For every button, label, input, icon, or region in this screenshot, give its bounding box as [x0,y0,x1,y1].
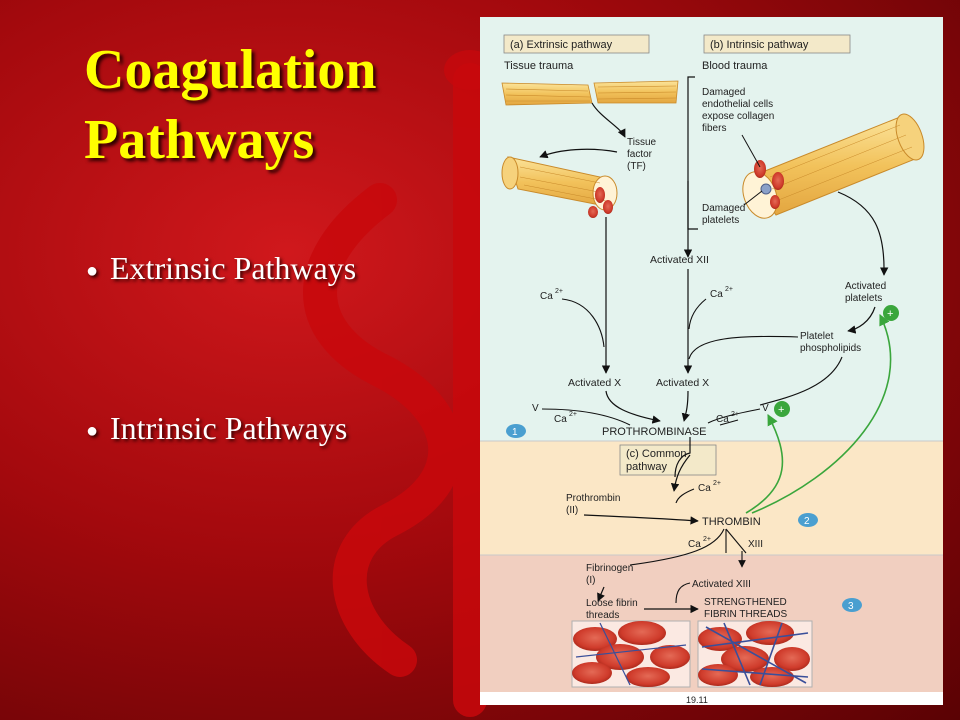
svg-text:2+: 2+ [725,286,733,293]
activated-xii-label: Activated XII [650,254,709,266]
loose-fibrin-illustration [571,620,691,688]
svg-text:1: 1 [512,427,518,438]
blood-trauma-label: Blood trauma [702,60,768,72]
svg-text:Ca: Ca [698,483,711,494]
svg-text:(b) Intrinsic pathway: (b) Intrinsic pathway [710,39,809,51]
svg-text:2+: 2+ [703,536,711,543]
panel-a-label: (a) Extrinsic pathway [503,34,650,54]
svg-text:threads: threads [586,610,619,621]
activated-x-extrinsic-label: Activated X [568,377,621,389]
svg-text:Activated XIII: Activated XIII [692,579,751,590]
svg-text:Tissue: Tissue [627,137,657,148]
coagulation-diagram: (a) Extrinsic pathway (b) Intrinsic path… [480,17,943,705]
intrinsic-vessel-illustration [742,113,925,219]
svg-text:Activated: Activated [845,281,886,292]
strengthened-fibrin-illustration [697,620,813,688]
bullet-text: Extrinsic Pathways [110,250,357,286]
svg-text:3: 3 [848,601,854,612]
bullet-intrinsic: ● Intrinsic Pathways [86,410,347,447]
svg-text:2+: 2+ [731,411,739,418]
svg-text:(c) Common: (c) Common [626,448,687,460]
svg-text:Damaged: Damaged [702,203,745,214]
svg-text:(TF): (TF) [627,161,646,172]
title-line-1: Coagulation [84,39,377,101]
step-badge-2: 2 [798,513,818,527]
svg-text:platelets: platelets [845,293,882,304]
svg-text:FIBRIN THREADS: FIBRIN THREADS [704,609,787,620]
extrinsic-vessel-illustration [501,156,618,218]
bullet-text: Intrinsic Pathways [110,410,348,446]
svg-text:2+: 2+ [555,288,563,295]
svg-text:Ca: Ca [688,539,701,550]
svg-text:Fibrinogen: Fibrinogen [586,563,633,574]
svg-text:factor: factor [627,149,653,160]
tissue-trauma-label: Tissue trauma [504,60,574,72]
svg-text:Platelet: Platelet [800,331,834,342]
svg-text:V: V [532,403,539,414]
figure-number: 19.11 [686,695,708,705]
plus-badge-v: + [774,401,790,417]
svg-text:2+: 2+ [713,480,721,487]
svg-text:Damaged: Damaged [702,87,745,98]
svg-text:Ca: Ca [554,414,567,425]
svg-text:STRENGTHENED: STRENGTHENED [704,597,787,608]
prothrombinase-label: PROTHROMBINASE [602,426,707,438]
figure-footer [480,692,943,705]
svg-text:expose collagen: expose collagen [702,111,774,122]
svg-text:2+: 2+ [569,411,577,418]
bullet-dot-icon: ● [86,420,99,443]
svg-text:Ca: Ca [710,289,723,300]
svg-text:+: + [778,404,784,416]
svg-text:V: V [762,403,769,414]
bullet-dot-icon: ● [86,260,99,283]
svg-text:+: + [887,308,893,320]
tissue-fibers-illustration [501,80,679,106]
svg-text:platelets: platelets [702,215,739,226]
svg-text:endothelial cells: endothelial cells [702,99,773,110]
step-badge-3: 3 [842,598,862,612]
svg-text:Loose fibrin: Loose fibrin [586,598,638,609]
svg-text:2: 2 [804,516,810,527]
panel-c-label: (c) Common pathway [619,444,717,476]
svg-text:pathway: pathway [626,461,667,473]
svg-text:Prothrombin: Prothrombin [566,493,620,504]
panel-b-label: (b) Intrinsic pathway [703,34,851,54]
svg-text:Ca: Ca [716,414,729,425]
svg-text:(a) Extrinsic pathway: (a) Extrinsic pathway [510,39,613,51]
plus-badge-platelets: + [883,305,899,321]
svg-text:Ca: Ca [540,291,553,302]
svg-text:(II): (II) [566,505,578,516]
panel-extrinsic-intrinsic [480,17,943,441]
title-line-2: Pathways [84,109,315,171]
step-badge-1: 1 [506,424,526,438]
svg-text:fibers: fibers [702,123,726,134]
svg-text:phospholipids: phospholipids [800,343,861,354]
svg-text:XIII: XIII [748,539,763,550]
activated-x-intrinsic-label: Activated X [656,377,709,389]
svg-text:(I): (I) [586,575,595,586]
bullet-extrinsic: ● Extrinsic Pathways [86,250,356,287]
thrombin-label: THROMBIN [702,516,761,528]
